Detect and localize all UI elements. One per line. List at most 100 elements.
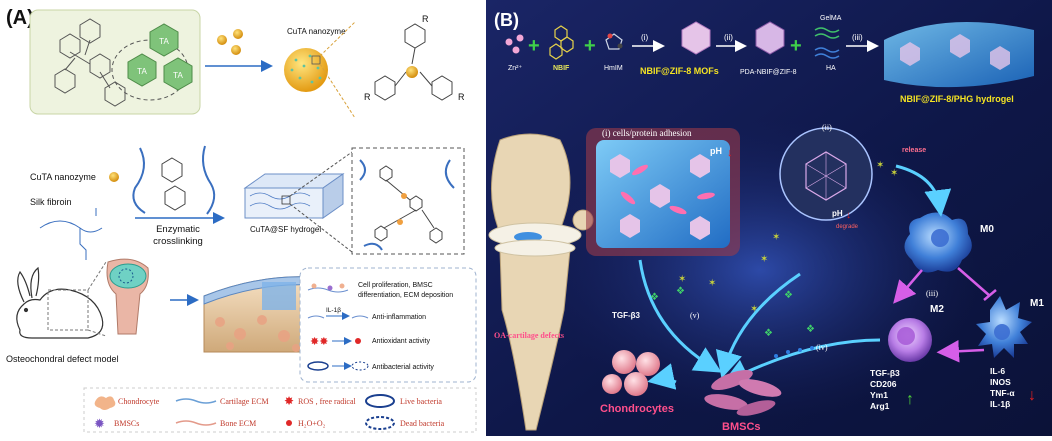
effect-antioxidant: ✸✸ Antioxidant activity [310,336,430,348]
adhesion-to-bmsc-arrow [638,259,722,373]
m2-marker: Ym1 [870,390,888,400]
cuta-legend-icon [109,172,119,182]
tgf-dots [774,346,814,358]
m1-marker: IL-1β [990,399,1010,409]
zn-ion [516,34,524,42]
cuta-complex-structure [374,23,453,101]
hydrogel-block-top [884,22,1034,88]
legend-box [83,387,477,433]
nbif-molecule [549,25,574,60]
ros-star-icon: ✸✸ [310,336,328,348]
effect-text: Cell proliferation, BMSC [358,282,433,289]
chondrocyte-icon [94,396,116,410]
cu-node [401,193,407,199]
bmscs-label: BMSCs [722,421,761,433]
effect-anti-inflammation: IL-1β Anti-inflammation [307,307,426,321]
release-to-bmsc-arrow [715,272,801,379]
m2-label: M2 [930,304,944,315]
cartilage-ecm-icon [175,398,217,404]
nbif-label: NBIF [553,65,570,72]
plus-icon: + [790,35,802,57]
step-iii-label: (iii) [852,33,863,42]
effect-text: differentiation, ECM deposition [358,292,453,299]
zoom-line [319,21,356,57]
cu-ion [233,29,243,39]
m0-to-m1-line [957,267,991,297]
m2-marker: CD206 [870,379,897,389]
dead-bacteria-icon [365,416,395,430]
silk-fibroin-label: Silk fibroin [30,197,72,207]
svg-text:✶: ✶ [890,168,898,179]
synthesis-row: Zn²⁺ + NBIF + HmIM (i) NBIF@ZIF-8 MOFs (… [505,15,1034,104]
bone-ecm-icon [175,420,217,426]
hydrogel-title: NBIF@ZIF-8/PHG hydrogel [900,94,1014,104]
silk-fibroin-structure [39,208,103,260]
legend-dead-bacteria: Dead bacteria [400,419,445,428]
mof-crystal [681,21,711,55]
live-bacteria-icon [307,361,329,371]
hmim-molecule [605,33,623,50]
zoom-box [311,55,321,65]
m1-marker: TNF-α [990,388,1015,398]
m0-macrophage [904,212,972,273]
ph-down-arrow-icon: ↓ [846,210,851,221]
panel-a-label: (A) [6,7,34,29]
effect-text: Antibacterial activity [372,364,434,371]
zoom-line [289,203,353,253]
panel-b-label: (B) [494,10,519,30]
mofs-label: NBIF@ZIF-8 MOFs [640,66,719,76]
svg-text:❖: ❖ [806,324,815,335]
m2-marker: Arg1 [870,401,890,411]
effect-text: Antioxidant activity [372,338,430,345]
zn-ion [512,46,520,54]
pda-label: PDA-NBIF@ZIF-8 [740,69,797,76]
cuta-legend-label: CuTA nanozyme [30,172,96,182]
cu-ion [217,35,227,45]
zn-ion [505,38,513,46]
effect-text: Anti-inflammation [372,314,426,321]
svg-text:❖: ❖ [784,290,793,301]
crosslinking-label: crosslinking [153,236,203,247]
cuta-nanozyme-title: CuTA nanozyme [287,27,346,36]
ta-label-2: TA [137,67,147,76]
zoom-line [289,151,353,197]
rabbit-illustration [16,266,104,339]
legend-live-bacteria: Live bacteria [400,397,442,406]
dead-bacteria-icon [351,361,369,371]
pda-mof-crystal [755,21,785,55]
ta-hexagons: TA TA TA [127,23,193,91]
panel-a: (A) TA TA TA CuTA nanozyme [6,7,477,433]
crosslinked-fibroin-structure [132,145,216,215]
r-label: R [458,92,465,102]
legend-bone-ecm: Bone ECM [220,419,256,428]
ros-icon: ✸ [284,394,294,408]
chondrocytes-label: Chondrocytes [600,403,674,415]
live-bacteria-icon [365,394,395,408]
m1-marker: INOS [990,377,1011,387]
svg-text:❖: ❖ [650,292,659,303]
ta-label-3: TA [173,71,183,80]
effect-antibacterial: Antibacterial activity [307,361,434,371]
gelma-label: GelMA [820,15,842,22]
ph-down-arrow-icon: ↓ [727,147,733,159]
svg-text:✶: ✶ [876,160,884,171]
step-iii-b-label: (iii) [926,289,938,298]
zoom-line [87,261,107,291]
step-i-label: (i) [641,33,648,42]
ta-label-1: TA [159,37,169,46]
cells-adhesion-label: (i) cells/protein adhesion [602,128,692,138]
legend-ros: ROS , free radical [298,397,357,406]
gelma-chains [814,27,840,39]
svg-text:❖: ❖ [676,286,685,297]
degrade-label: degrade [836,224,859,230]
legend-bmscs: BMSCs [114,419,139,428]
r-label: R [422,14,429,24]
h2o-icon [286,420,292,426]
hydrogel-label: CuTA@SF hydrogel [250,225,321,234]
svg-text:❖: ❖ [764,328,773,339]
m2-up-arrow-icon: ↑ [906,391,914,408]
enzymatic-label: Enzymatic [156,224,200,235]
legend: Chondrocyte ✹ BMSCs Cartilage ECM Bone E… [94,394,445,431]
step-ii-label: (ii) [724,33,733,42]
